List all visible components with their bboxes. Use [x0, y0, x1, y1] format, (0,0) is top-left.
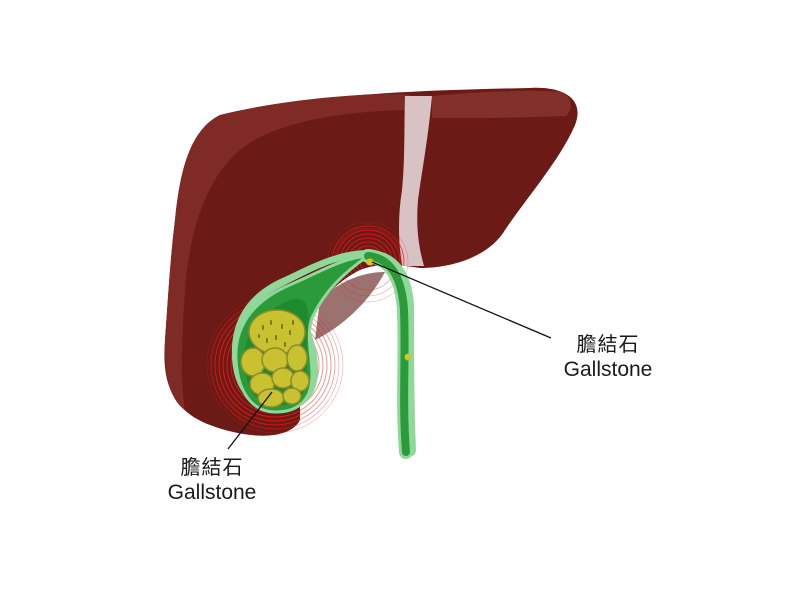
gallstones-cluster [240, 309, 310, 408]
gallstone-label-right: 膽結石 Gallstone [548, 333, 668, 382]
label-chinese: 膽結石 [576, 332, 640, 356]
duct-stones [366, 258, 412, 361]
label-english: Gallstone [563, 358, 653, 381]
gallstone-label-left: 膽結石 Gallstone [152, 456, 272, 505]
leader-line-left [227, 391, 273, 450]
label-chinese: 膽結石 [180, 455, 244, 479]
leader-line-right [371, 261, 552, 339]
label-english: Gallstone [167, 481, 257, 504]
falciform-ligament [399, 96, 432, 266]
